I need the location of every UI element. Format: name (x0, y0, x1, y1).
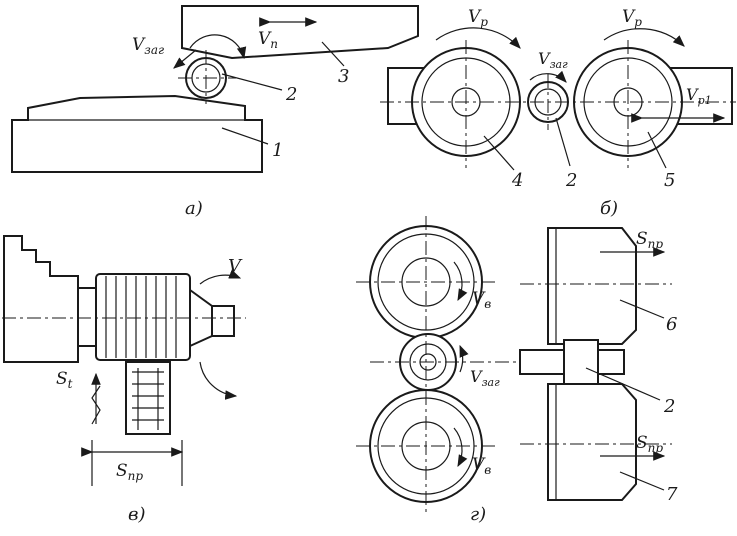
rolling-tool (125, 361, 171, 435)
lower-die (11, 94, 263, 173)
label-snp-v: Sпр (116, 461, 143, 483)
callout-6: 6 (666, 314, 677, 335)
panel-a: Vзаг Vп 1 2 3 а) (11, 5, 419, 219)
callout-3: 3 (338, 66, 349, 87)
label-st: St (56, 369, 73, 391)
label-vp-left: Vр (468, 7, 488, 29)
caption-b: б) (600, 198, 618, 219)
panel-v: V St Sпр в) (2, 235, 246, 525)
roller-ribs (105, 276, 177, 358)
chuck (3, 235, 79, 363)
side-roll-bottom (547, 383, 637, 501)
label-v-blank-g: Vзаг (470, 367, 500, 389)
label-v-n: Vп (258, 29, 278, 51)
callout-1: 1 (272, 140, 283, 161)
label-v-blank-a: Vзаг (132, 35, 164, 57)
caption-a: а) (185, 198, 203, 219)
callout-4: 4 (511, 170, 523, 191)
caption-g: г) (470, 504, 486, 525)
label-vv-bottom: Vв (472, 455, 491, 477)
side-blank (563, 339, 599, 387)
panel-b: Vр Vр Vзаг Vр1 4 2 5 б) (380, 7, 736, 219)
caption-v: в) (128, 504, 146, 525)
label-snp-bottom: Sпр (636, 433, 663, 455)
label-snp-top: Sпр (636, 229, 663, 251)
label-vp-right: Vр (622, 7, 642, 29)
label-v-blank-b: Vзаг (538, 49, 568, 71)
panel-g: Vв Vв Vзаг Sпр Sпр 6 2 7 г) (356, 216, 678, 525)
upper-die (181, 5, 419, 60)
callout-5: 5 (664, 170, 675, 191)
callout-7: 7 (666, 484, 678, 505)
callout-2-b: 2 (565, 170, 577, 191)
callout-2-a: 2 (285, 84, 297, 105)
label-vv-top: Vв (472, 289, 491, 311)
label-v-rotation: V (228, 256, 243, 277)
side-roll-top (547, 227, 637, 345)
callout-2-g: 2 (663, 396, 675, 417)
label-vp1: Vр1 (686, 85, 712, 107)
